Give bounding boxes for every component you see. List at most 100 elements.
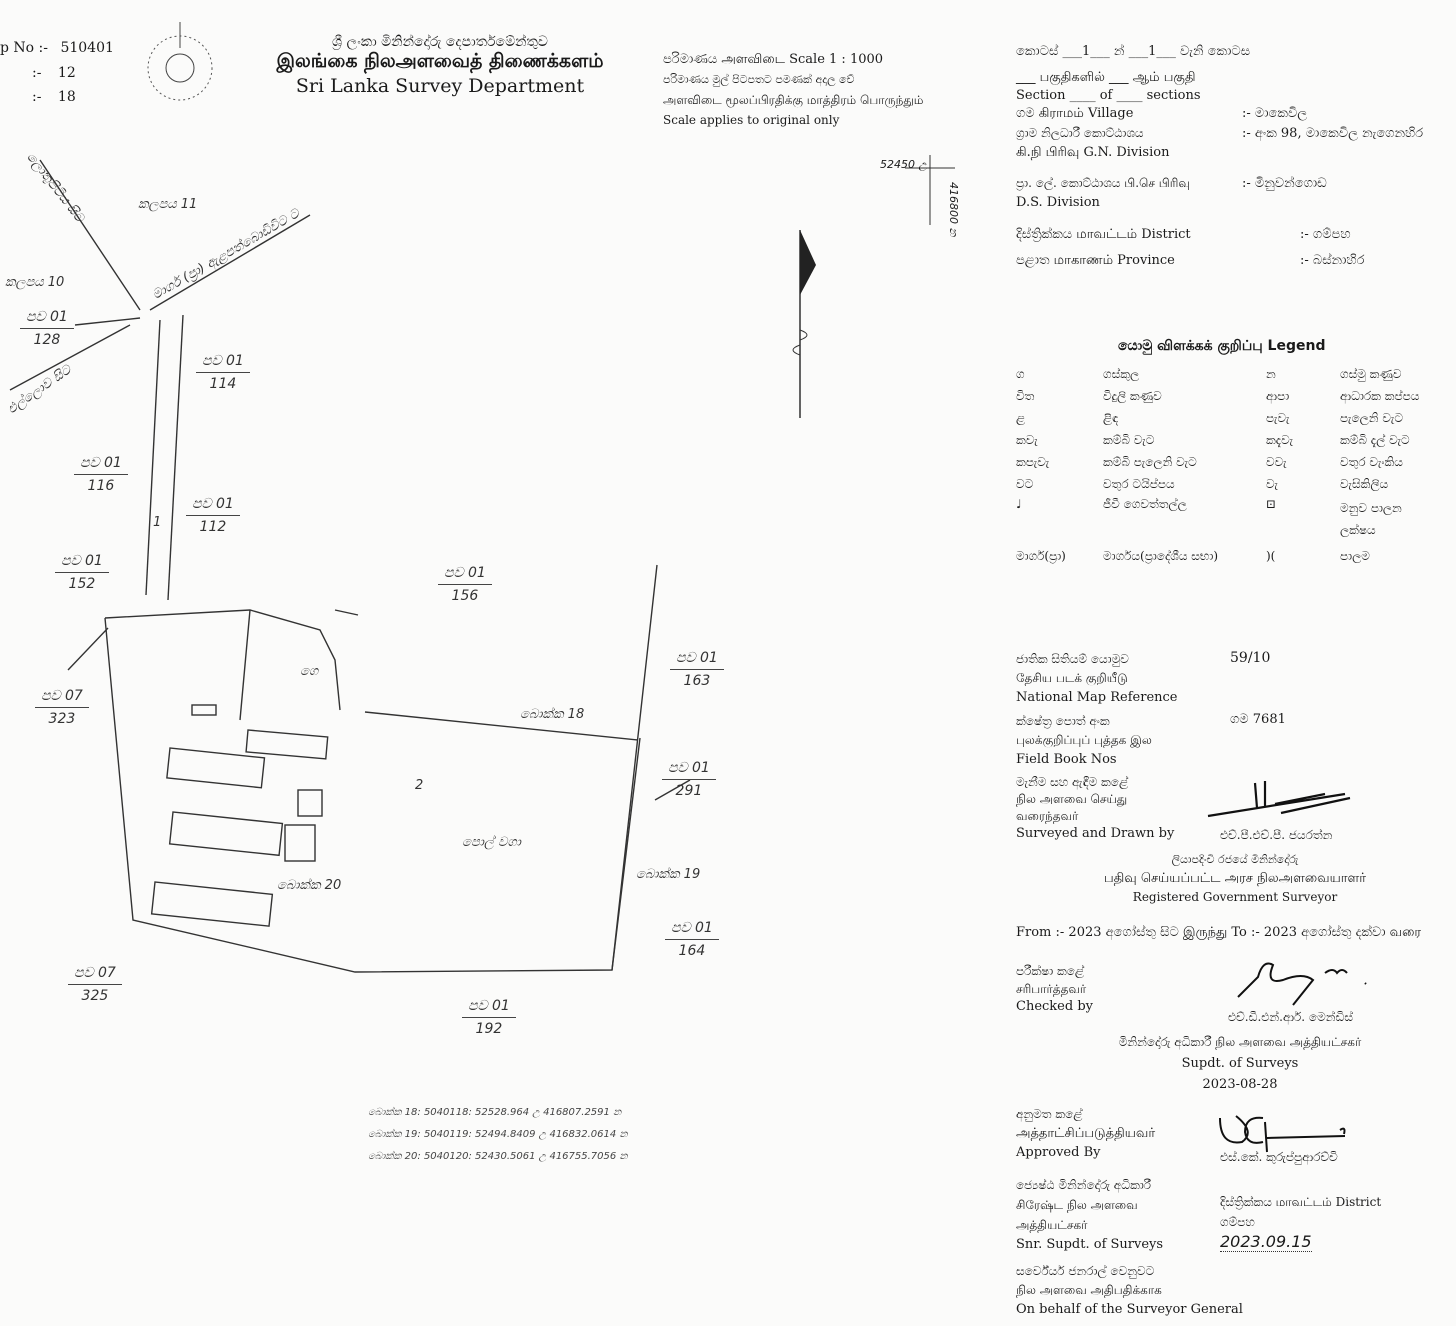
surveyor-label-si: මැනීම සහ ඇඳීම කළේ	[1016, 775, 1129, 789]
approved-district-label: දිස්ත්‍රික්කය மாவட்டம் District	[1220, 1195, 1382, 1209]
fb-label-si: ක්ෂේත්‍ර පොත් අංක	[1016, 714, 1110, 728]
legend-description: මාර්ගය(ප්‍රාදේශීය සභා)	[1103, 549, 1219, 563]
scale-line: පරිමාණය அளவிடை Scale 1 : 1000	[663, 52, 884, 67]
surveyor-label: Surveyed and Drawn by	[1016, 826, 1175, 841]
ds-label-si: ප්‍රා. ලේ. කොට්ඨාශය பி.செ பிரிவு	[1016, 176, 1190, 190]
building	[168, 811, 284, 857]
gn-value: :- අංක 98, මාකෙවිල නැගෙනහිර	[1242, 126, 1424, 141]
approved-by: අනුමත කළේ அத்தாட்சிப்படுத்தியவர் Approve…	[1016, 1105, 1155, 1162]
control-point: බොක්ක 19: 5040119: 52494.8409 උ 416832.0…	[368, 1129, 628, 1140]
access-road-right	[167, 314, 184, 601]
surveyor-title: ලියාපදිංචි රජයේ මිනින්දෝරු பதிவு செய்யப்…	[1040, 850, 1430, 907]
lot-number: 325	[81, 988, 109, 1004]
legend-symbol: ⊡	[1266, 497, 1277, 511]
department-title: ශ්‍රී ලංකා මිනින්දෝරු දෙපාර්තමේන්තුව இலங…	[240, 34, 640, 97]
map-label-coconut: පොල් වගා	[462, 835, 521, 850]
gn-label-si: ග්‍රාම නිලධාරී කොට්ඨාශය	[1016, 126, 1144, 140]
village-value: :- මාකෙවිල	[1242, 106, 1308, 121]
lot-number: 156	[451, 588, 479, 604]
ds-value: :- මිනුවන්ගොඩ	[1242, 176, 1327, 191]
approver-name: එස්.කේ. කුරුප්පුආරච්චි	[1220, 1150, 1338, 1164]
village-label: ගම கிராமம் Village	[1016, 106, 1134, 121]
legend-description: කම්බි වැට	[1103, 433, 1155, 447]
header-line-2-value: 12	[57, 65, 76, 81]
section-line-1: කොටස් ___1___ න් ___1___ වැනි කොටස	[1016, 44, 1251, 59]
control-point: බොක්ක 18: 5040118: 52528.964 උ 416807.25…	[368, 1107, 622, 1118]
lot-number: 163	[683, 673, 711, 689]
map-label-kalapaya10: කලපය 10	[5, 275, 65, 290]
legend-symbol: ආපා	[1266, 389, 1290, 403]
behalf-si: සර්වේයර් ජනරාල් වෙනුවට	[1016, 1264, 1155, 1278]
adjacent-lot-label: පව 01 291	[662, 757, 716, 802]
lot-number: 291	[675, 783, 703, 799]
snr-ta2: அத்தியட்சகர்	[1016, 1218, 1088, 1232]
legend-symbol: න	[1266, 367, 1276, 381]
checked-label-ta: சரிபார்த்தவர்	[1016, 982, 1087, 996]
legend-description: වතුර ටයිප්පය	[1103, 477, 1175, 491]
legend-description: වතුර වැංකිය	[1340, 455, 1403, 469]
approved-label-ta: அத்தாட்சிப்படுத்தியவர்	[1016, 1126, 1156, 1141]
approved-date: 2023.09.15	[1220, 1232, 1312, 1252]
legend-description: පැලෙනි වැට	[1340, 411, 1403, 425]
map-label-box18: බොක්ක 18	[520, 707, 585, 722]
adjacent-lot-label: පව 01 114	[196, 350, 250, 395]
building	[245, 729, 329, 760]
legend-symbol: ග	[1016, 367, 1025, 381]
section-english: Section ____ of ____ sections	[1016, 88, 1201, 103]
control-point: බොක්ක 20: 5040120: 52430.5061 උ 416755.7…	[368, 1151, 628, 1162]
checker-title-si: මිනින්දෝරු අධිකාරී நில அளவை அத்தியட்சகர்	[1118, 1035, 1362, 1049]
map-label-lot2: 2	[415, 778, 424, 793]
lot-number: 128	[33, 332, 61, 348]
map-label-box20: බොක්ක 20	[277, 878, 342, 893]
lot-plan-ref: පව 01	[670, 647, 724, 670]
behalf-ta: நில அளவை அதிபதிக்காக	[1016, 1283, 1162, 1297]
legend-description: ජීවී ගෙවත්තල්ල	[1103, 497, 1187, 511]
lot-boundary	[104, 564, 658, 973]
legend-title: යොමු விளக்கக் குறிப்பு Legend	[1118, 338, 1326, 354]
lot-plan-ref: පව 01	[438, 562, 492, 585]
nmr-value: 59/10	[1230, 650, 1271, 666]
building	[150, 881, 274, 927]
control-points: බොක්ක 18: 5040118: 52528.964 උ 416807.25…	[368, 1102, 628, 1168]
legend-symbol: පැවැ	[1266, 411, 1290, 425]
nmr-label-ta: தேசிய படக் குறியீடு	[1016, 671, 1128, 685]
legend-description: ළිඳ	[1103, 411, 1119, 425]
north-arrow	[792, 155, 955, 418]
legend-symbol: කපැවැ	[1016, 455, 1050, 469]
legend-description: ගස්කුල	[1103, 367, 1140, 381]
survey-department-seal	[147, 22, 213, 101]
dept-english: Sri Lanka Survey Department	[295, 75, 585, 97]
fb-label: Field Book Nos	[1016, 752, 1117, 767]
legend-description: පාලම	[1340, 549, 1370, 563]
legend-symbol: කදැවැ	[1266, 433, 1294, 447]
road-to-ellowa	[9, 324, 131, 391]
checker-signature	[1237, 962, 1367, 1006]
map-label-box19: බොක්ක 19	[636, 867, 701, 882]
surveyed-by: මැනීම සහ ඇඳීම කළේ நில அளவை செய்து வரைந்த…	[1016, 774, 1174, 842]
header-line-3-value: 18	[57, 89, 76, 105]
on-behalf: සර්වේයර් ජනරාල් වෙනුවට நில அளவை அதிபதிக்…	[1016, 1262, 1243, 1319]
legend-symbol: වවැ	[1266, 455, 1287, 469]
plan-number: p No :- 510401	[0, 40, 114, 56]
map-label-lot1: 1	[153, 515, 162, 530]
legend-description: විදුලි කණුව	[1103, 389, 1162, 403]
map-label-house: ගෙ	[300, 664, 319, 679]
lot-plan-ref: පව 01	[662, 757, 716, 780]
north-arrow-head-icon	[800, 230, 816, 295]
surveyor-name: එච්.පී.එච්.පී. ජයරත්න	[1220, 828, 1333, 842]
lot-division-line	[364, 711, 639, 741]
senior-superintendent: ජ්‍යෙෂ්ඨ මිනින්දෝරු අධිකාරී சிரேஷ்ட நில …	[1016, 1175, 1163, 1255]
legend-symbol: විත	[1016, 389, 1035, 403]
province-value: :- බස්නාහිර	[1300, 253, 1365, 268]
province-label: පළාත மாகாணம் Province	[1016, 253, 1175, 268]
snr-ta1: சிரேஷ்ட நில அளவை	[1016, 1198, 1138, 1212]
approved-label: Approved By	[1016, 1145, 1101, 1160]
lot-plan-ref: පව 01	[196, 350, 250, 373]
approved-label-si: අනුමත කළේ	[1016, 1107, 1083, 1121]
lot-number: 114	[209, 376, 237, 392]
dept-tamil: இலங்கை நிலஅளவைத் திணைக்களம்	[276, 50, 604, 72]
legend-symbol: ♩	[1016, 497, 1022, 511]
